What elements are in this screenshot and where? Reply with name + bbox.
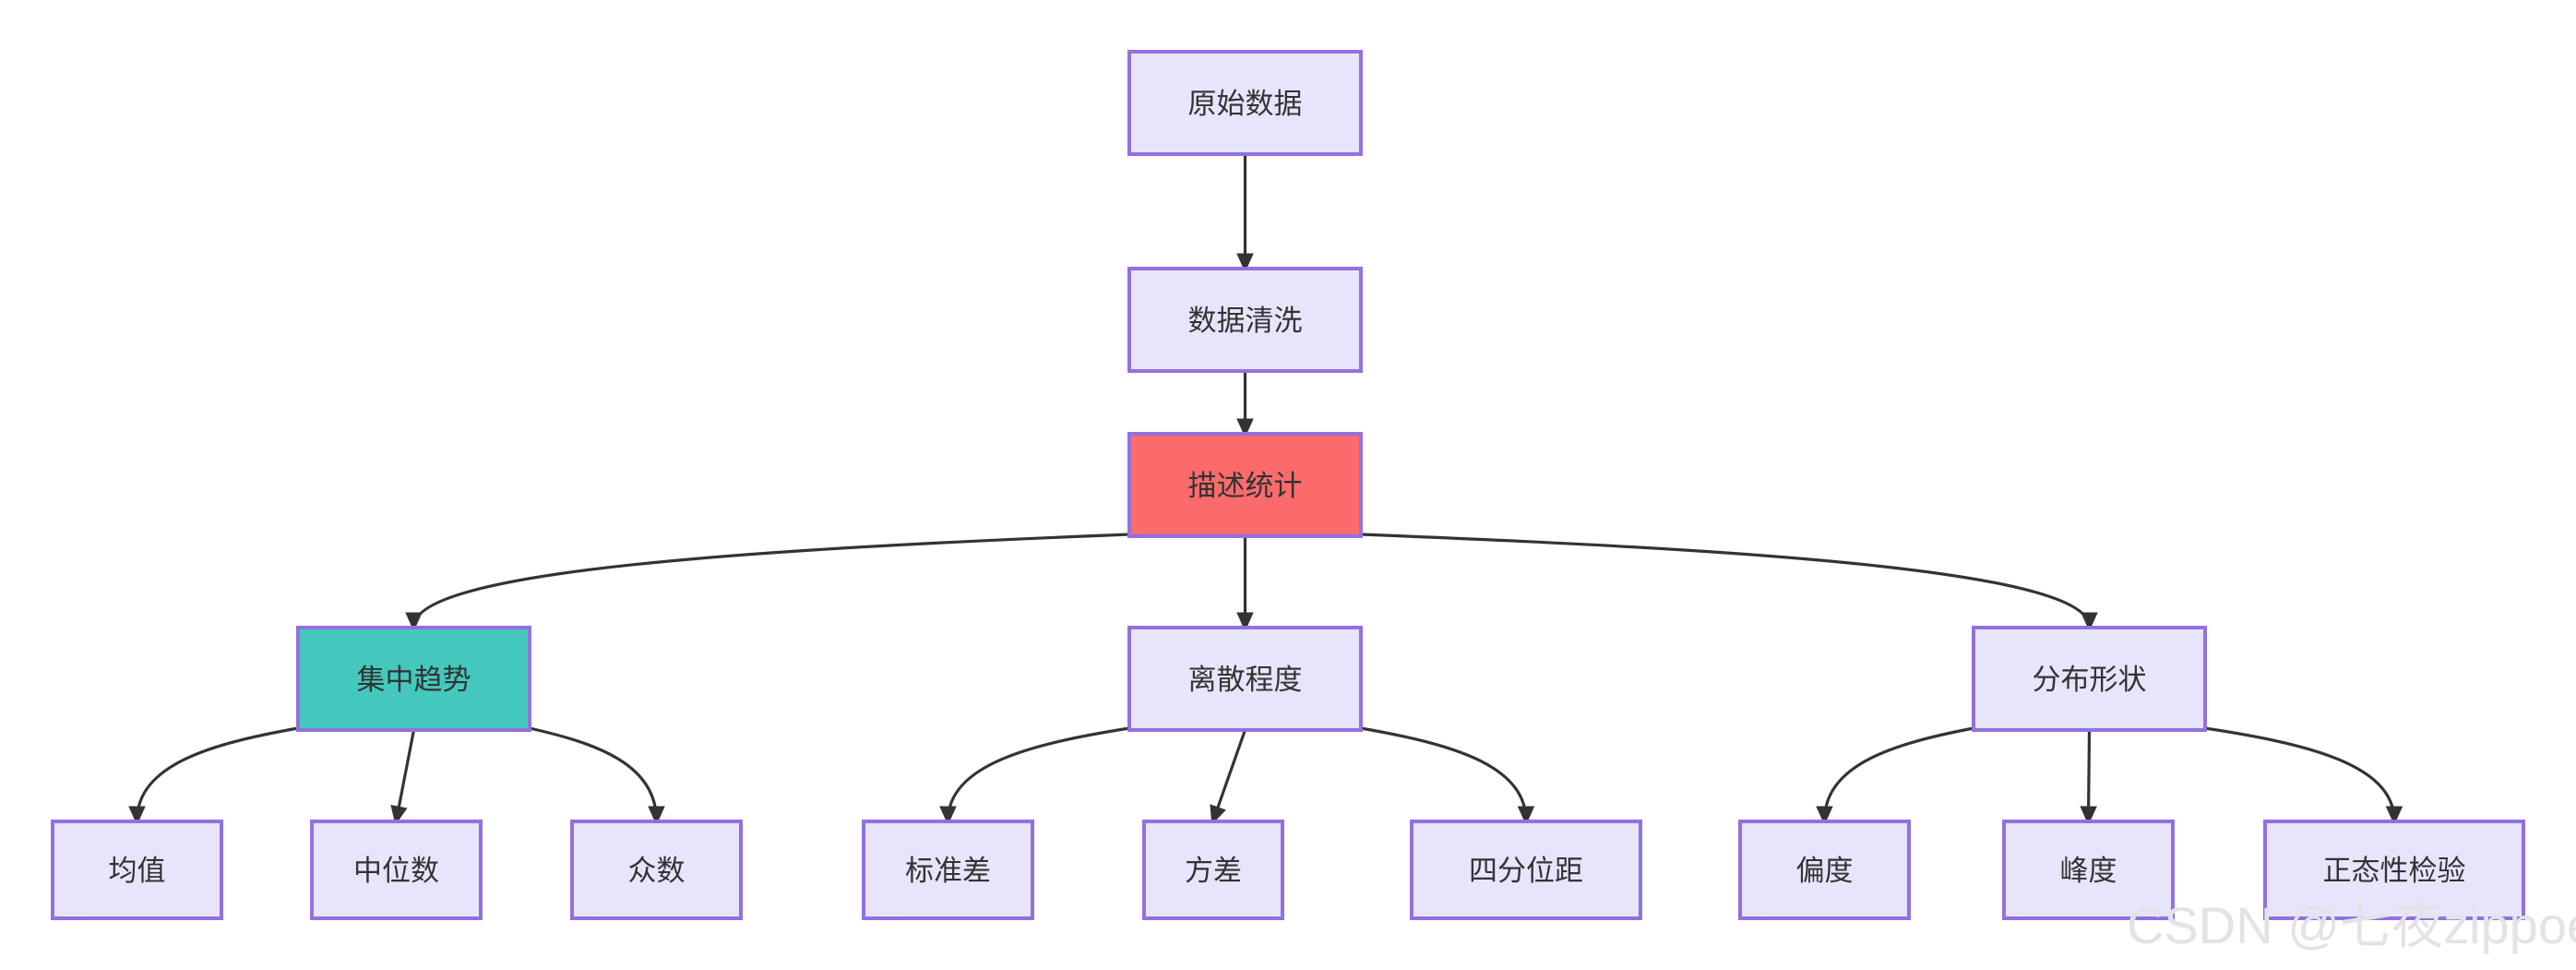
node-box-集中趋势 bbox=[296, 626, 531, 732]
edge-集中趋势-to-众数 bbox=[529, 726, 665, 826]
node-box-标准差 bbox=[862, 820, 1034, 920]
node-标准差[interactable]: 标准差 bbox=[862, 820, 1034, 920]
node-box-正态性检验 bbox=[2263, 820, 2525, 920]
edge-分布形状-to-正态性检验 bbox=[2204, 726, 2403, 826]
edge-分布形状-to-偏度 bbox=[1816, 726, 1974, 826]
node-label-均值: 均值 bbox=[109, 855, 166, 887]
node-box-众数 bbox=[570, 820, 743, 920]
node-众数[interactable]: 众数 bbox=[570, 820, 743, 920]
node-box-数据清洗 bbox=[1127, 267, 1363, 373]
node-偏度[interactable]: 偏度 bbox=[1738, 820, 1911, 920]
node-正态性检验[interactable]: 正态性检验 bbox=[2263, 820, 2525, 920]
node-box-中位数 bbox=[310, 820, 483, 920]
node-label-离散程度: 离散程度 bbox=[1188, 664, 1303, 696]
edge-集中趋势-to-中位数 bbox=[390, 729, 416, 826]
edge-集中趋势-to-均值 bbox=[128, 726, 299, 826]
node-集中趋势[interactable]: 集中趋势 bbox=[296, 626, 531, 732]
node-label-描述统计: 描述统计 bbox=[1188, 470, 1303, 502]
node-离散程度[interactable]: 离散程度 bbox=[1127, 626, 1363, 732]
node-box-方差 bbox=[1142, 820, 1284, 920]
node-label-标准差: 标准差 bbox=[905, 855, 991, 887]
node-label-众数: 众数 bbox=[628, 855, 686, 887]
node-box-峰度 bbox=[2002, 820, 2175, 920]
edge-离散程度-to-方差 bbox=[1210, 729, 1247, 825]
node-label-正态性检验: 正态性检验 bbox=[2323, 855, 2466, 887]
node-label-偏度: 偏度 bbox=[1796, 855, 1854, 887]
node-box-原始数据 bbox=[1127, 50, 1363, 156]
node-方差[interactable]: 方差 bbox=[1142, 820, 1284, 920]
node-描述统计[interactable]: 描述统计 bbox=[1127, 432, 1363, 538]
node-label-四分位距: 四分位距 bbox=[1469, 855, 1583, 887]
node-中位数[interactable]: 中位数 bbox=[310, 820, 483, 920]
node-label-分布形状: 分布形状 bbox=[2033, 664, 2147, 696]
node-label-原始数据: 原始数据 bbox=[1188, 88, 1303, 120]
node-label-集中趋势: 集中趋势 bbox=[357, 664, 471, 696]
node-label-中位数: 中位数 bbox=[353, 855, 439, 887]
node-box-四分位距 bbox=[1410, 820, 1642, 920]
edge-离散程度-to-四分位距 bbox=[1360, 726, 1535, 826]
node-box-偏度 bbox=[1738, 820, 1911, 920]
node-box-分布形状 bbox=[1972, 626, 2207, 732]
node-box-描述统计 bbox=[1127, 432, 1363, 538]
node-label-数据清洗: 数据清洗 bbox=[1188, 305, 1303, 337]
node-四分位距[interactable]: 四分位距 bbox=[1410, 820, 1642, 920]
node-原始数据[interactable]: 原始数据 bbox=[1127, 50, 1363, 156]
node-label-峰度: 峰度 bbox=[2060, 855, 2117, 887]
node-数据清洗[interactable]: 数据清洗 bbox=[1127, 267, 1363, 373]
csdn-watermark: CSDN @七夜zippoe bbox=[2127, 896, 2576, 954]
node-box-均值 bbox=[51, 820, 223, 920]
edge-分布形状-to-峰度 bbox=[2080, 729, 2097, 826]
edge-离散程度-to-标准差 bbox=[939, 726, 1130, 826]
node-label-方差: 方差 bbox=[1185, 855, 1242, 887]
node-均值[interactable]: 均值 bbox=[51, 820, 223, 920]
node-峰度[interactable]: 峰度 bbox=[2002, 820, 2175, 920]
edge-描述统计-to-分布形状 bbox=[1360, 533, 2098, 632]
node-box-离散程度 bbox=[1127, 626, 1363, 732]
edges-layer bbox=[128, 154, 2403, 826]
edge-描述统计-to-集中趋势 bbox=[405, 533, 1130, 632]
node-分布形状[interactable]: 分布形状 bbox=[1972, 626, 2207, 732]
